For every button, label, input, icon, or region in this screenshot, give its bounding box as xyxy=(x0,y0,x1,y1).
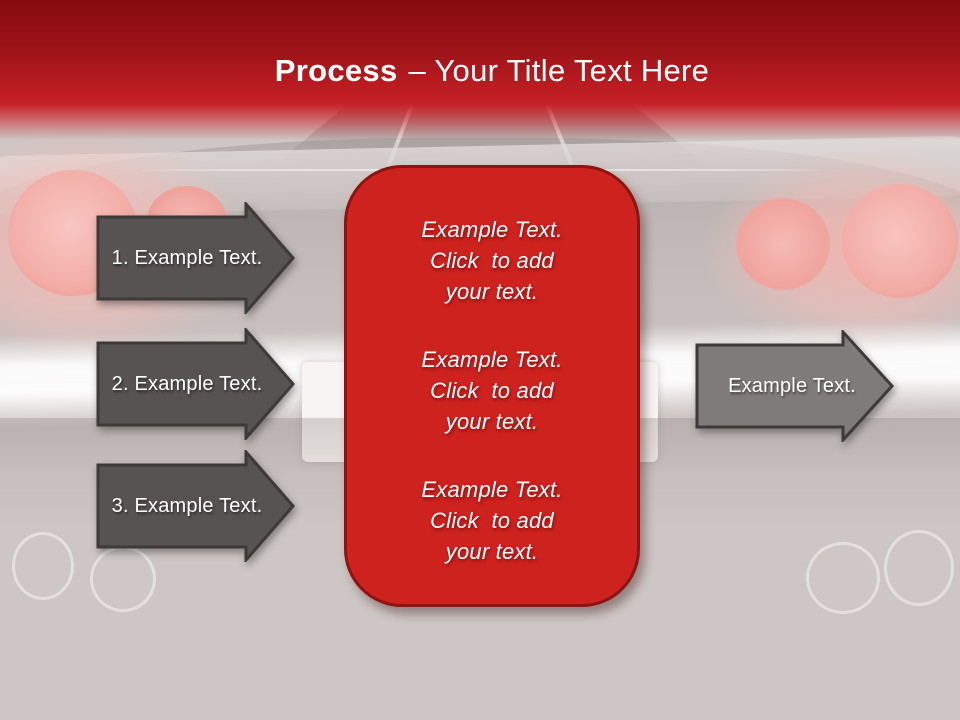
exhaust-tip-icon xyxy=(884,530,954,606)
paragraph-line: your text. xyxy=(445,409,539,434)
paragraph-line: Click to add xyxy=(430,508,554,533)
slide-title-placeholder: – Your Title Text Here xyxy=(408,53,710,88)
paragraph-line: your text. xyxy=(445,279,539,304)
exhaust-tip-icon xyxy=(12,532,74,600)
slide-title-keyword: Process xyxy=(274,53,398,88)
center-text-box[interactable]: Example Text. Click to add your text. Ex… xyxy=(344,165,640,607)
example-text-paragraph-3[interactable]: Example Text. Click to add your text. xyxy=(421,474,562,567)
paragraph-line: Example Text. xyxy=(421,347,563,372)
title-banner: Process – Your Title Text Here xyxy=(0,0,960,142)
paragraph-line: Click to add xyxy=(430,248,554,273)
right-taillight-glow xyxy=(700,150,960,350)
process-output-label: Example Text. xyxy=(728,374,856,397)
process-step-2-label: 2. Example Text. xyxy=(111,372,263,395)
paragraph-line: Example Text. xyxy=(421,217,563,242)
right-taillight-inner xyxy=(736,198,830,290)
paragraph-line: your text. xyxy=(445,539,539,564)
process-step-3-label: 3. Example Text. xyxy=(111,494,263,517)
process-output-arrow[interactable]: Example Text. xyxy=(695,330,895,442)
process-step-arrow-1[interactable]: 1. Example Text. xyxy=(96,202,296,314)
example-text-paragraph-2[interactable]: Example Text. Click to add your text. xyxy=(421,344,562,437)
slide-title[interactable]: Process – Your Title Text Here xyxy=(0,48,960,94)
exhaust-tip-icon xyxy=(806,542,880,614)
paragraph-line: Example Text. xyxy=(421,477,563,502)
process-step-1-label: 1. Example Text. xyxy=(111,246,263,269)
right-taillight-outer xyxy=(842,184,958,298)
paragraph-line: Click to add xyxy=(430,378,554,403)
example-text-paragraph-1[interactable]: Example Text. Click to add your text. xyxy=(421,214,562,307)
process-step-arrow-2[interactable]: 2. Example Text. xyxy=(96,328,296,440)
process-step-arrow-3[interactable]: 3. Example Text. xyxy=(96,450,296,562)
